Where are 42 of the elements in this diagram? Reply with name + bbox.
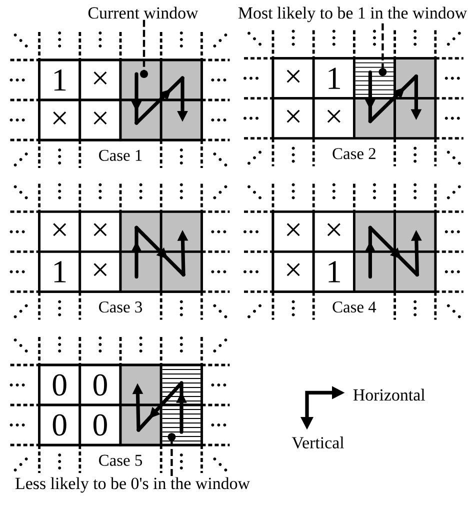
callout-text: Most likely to be 1 in the window xyxy=(238,6,467,22)
window-cell xyxy=(160,210,203,253)
case-caption: Case 4 xyxy=(332,302,376,313)
grid-cell: × xyxy=(272,250,315,293)
hatched-cell xyxy=(160,404,203,446)
direction-label: Horizontal xyxy=(353,388,425,401)
window-cell xyxy=(119,364,162,406)
direction-label: Vertical xyxy=(292,436,344,449)
leader-line xyxy=(378,23,387,76)
grid-cell: 1 xyxy=(38,250,82,293)
grid-cell: × xyxy=(78,98,122,142)
window-cell xyxy=(353,250,396,293)
scan-arrow xyxy=(134,226,186,276)
callout-text: Less likely to be 0's in the window xyxy=(16,477,250,493)
window-cell xyxy=(394,210,437,253)
grid-cell: × xyxy=(272,97,315,140)
grid-cell: 1 xyxy=(312,57,356,100)
grid-cell: × xyxy=(312,97,356,140)
case-caption: Case 3 xyxy=(99,302,142,313)
window-cell xyxy=(160,98,203,142)
grid-cell: × xyxy=(38,210,82,253)
grid-cell: × xyxy=(38,98,82,142)
grid-cell: 0 xyxy=(78,364,122,406)
window-cell xyxy=(394,97,437,140)
grid-cell: 1 xyxy=(312,250,356,293)
leader-line xyxy=(168,433,176,476)
case-caption: Case 2 xyxy=(332,148,376,160)
grid-cell: 0 xyxy=(38,404,82,446)
window-cell xyxy=(119,250,162,293)
grid-cell: × xyxy=(78,58,122,102)
grid-cell: × xyxy=(272,57,315,100)
grid-cell: 1 xyxy=(38,58,82,102)
leader-line xyxy=(140,20,148,78)
grid-cell: 0 xyxy=(78,404,122,446)
grid-cell: × xyxy=(78,250,122,293)
callout-text: Current window xyxy=(88,6,198,19)
grid-cell: × xyxy=(312,210,356,253)
grid-cell: 0 xyxy=(38,364,82,406)
grid-cell: × xyxy=(272,210,315,253)
grid-cell: × xyxy=(78,210,122,253)
case-caption: Case 1 xyxy=(99,150,142,161)
case-caption: Case 5 xyxy=(99,454,142,466)
